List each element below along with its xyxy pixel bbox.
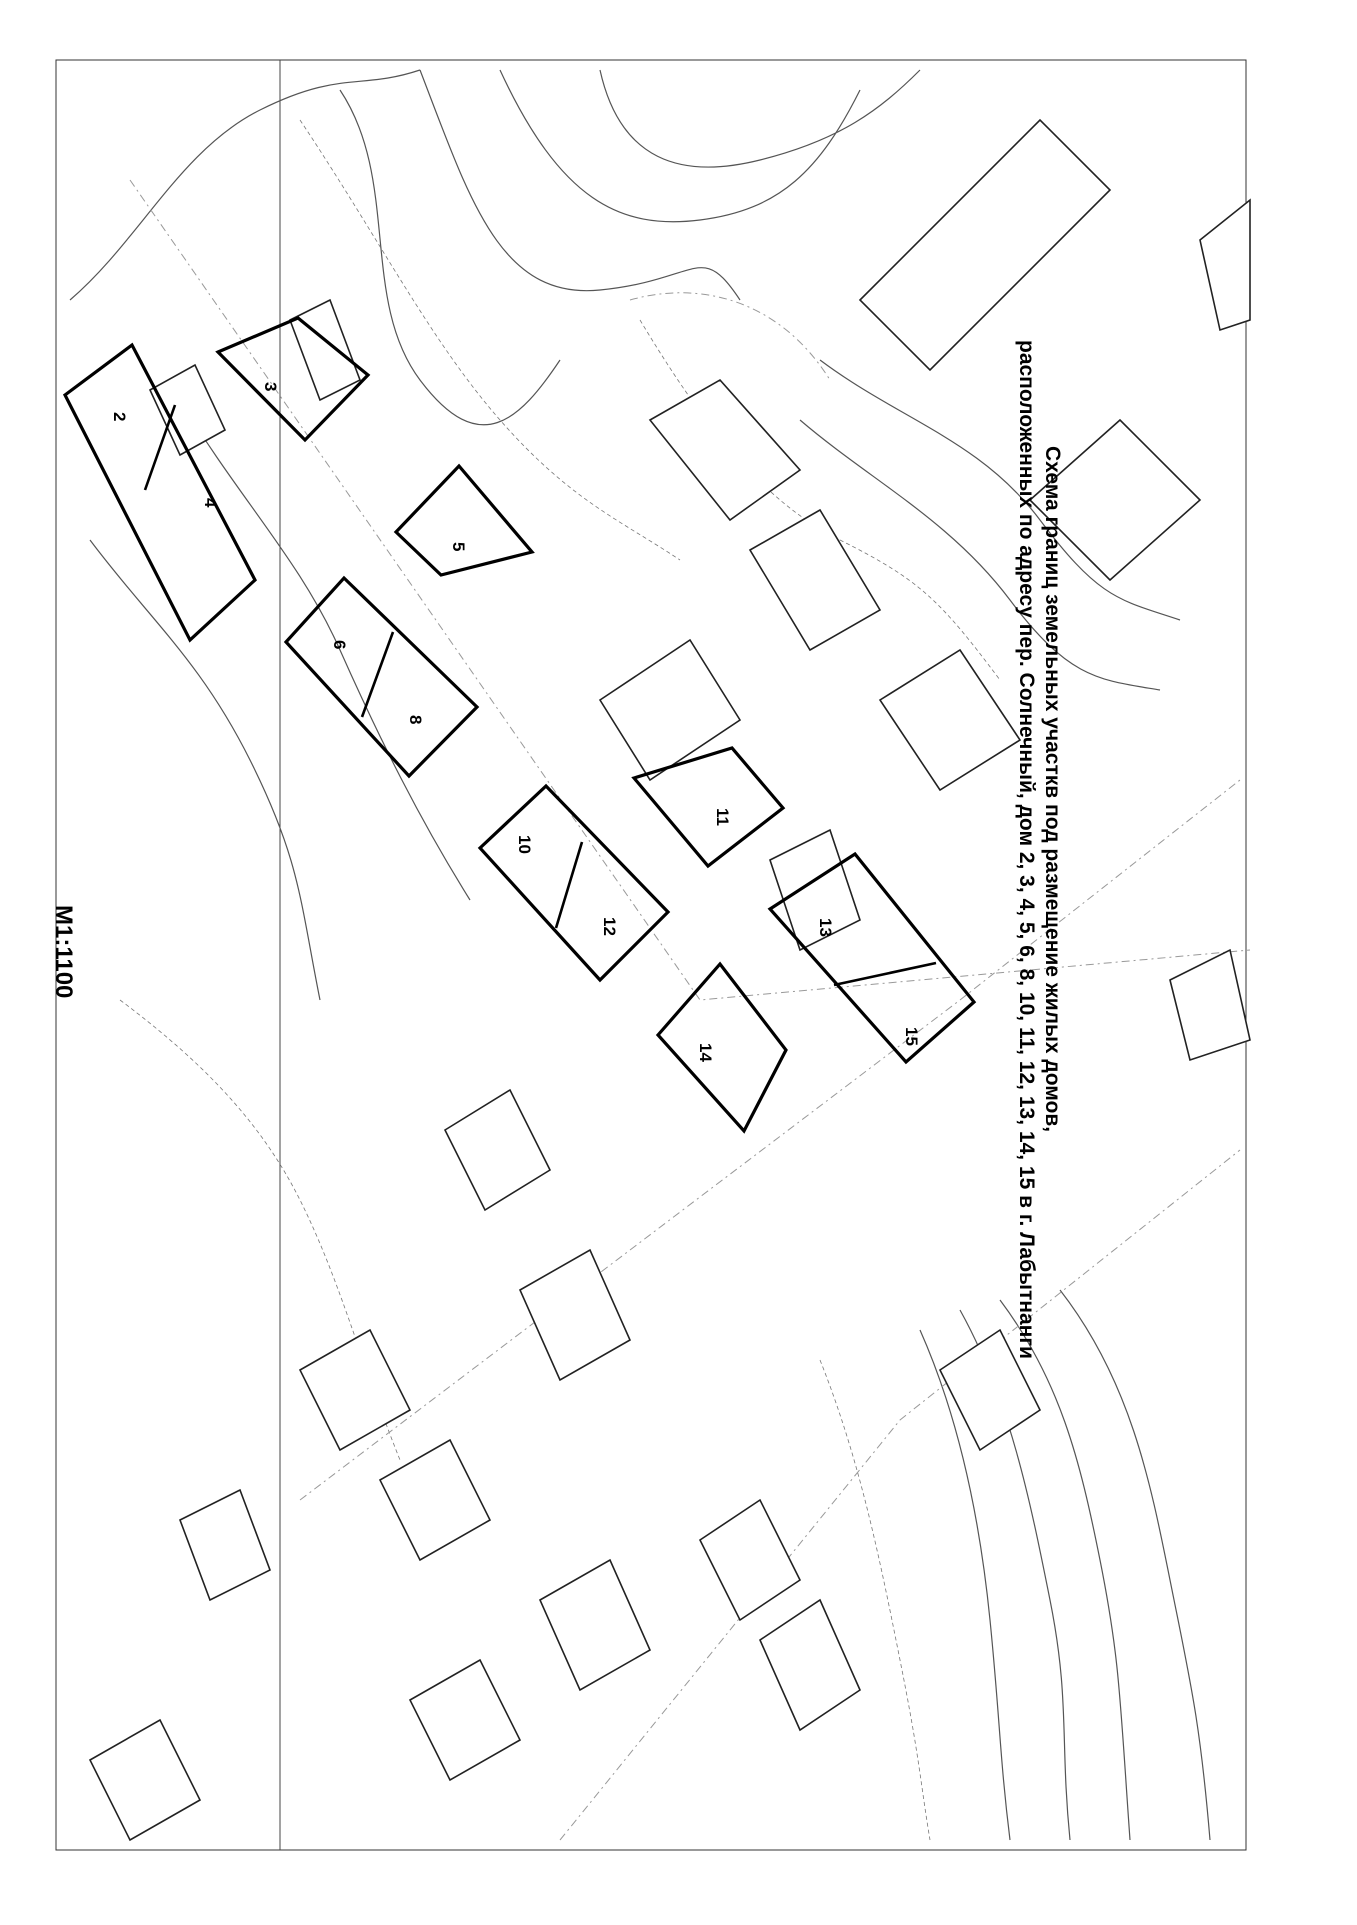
plot-divider-2-4 — [143, 404, 177, 491]
building-outline — [178, 1488, 272, 1602]
building-outline — [288, 298, 362, 402]
building-outline — [378, 1438, 492, 1562]
plot-boundary-11 — [631, 746, 786, 869]
contour-line — [1059, 1289, 1211, 1841]
plot-boundary-3 — [215, 316, 371, 443]
plot-divider-10-12 — [554, 841, 584, 929]
building-outline — [1169, 948, 1251, 1062]
plot-number-2: 2 — [110, 412, 129, 421]
building-outline — [878, 648, 1022, 792]
plot-boundary-2-4 — [62, 342, 257, 643]
contour-line — [819, 359, 1181, 621]
building-outline — [538, 1558, 652, 1692]
building-outline — [443, 1088, 552, 1212]
plot-boundary-5 — [393, 463, 535, 577]
road-line — [559, 1149, 1241, 1841]
road-lines — [129, 179, 1251, 1841]
plot-number-13: 13 — [816, 918, 835, 937]
contour-line — [639, 319, 1001, 681]
plot-boundary-6-8 — [283, 575, 480, 779]
contour-line — [499, 69, 861, 223]
contour-line — [299, 119, 681, 561]
scale-label: М1:1100 — [50, 905, 77, 998]
building-outline — [1199, 198, 1251, 332]
plot-number-8: 8 — [406, 715, 425, 724]
title-line-1: Схема границ земельных участкв под разме… — [1041, 446, 1064, 1132]
building-outline — [598, 638, 742, 782]
contour-line — [69, 69, 421, 301]
plot-number-10: 10 — [515, 835, 534, 854]
building-outline — [938, 1328, 1042, 1452]
building-outline — [748, 508, 882, 652]
plot-labels: 2 3 4 5 6 8 10 11 12 13 14 15 — [110, 382, 921, 1062]
building-outline — [88, 1718, 202, 1842]
plot-boundary-14 — [655, 961, 788, 1134]
land-plots — [62, 316, 977, 1134]
building-outline — [1028, 418, 1202, 582]
contour-line — [919, 1329, 1011, 1841]
building-outline — [758, 1598, 862, 1732]
contour-line — [419, 69, 741, 301]
map-title: Схема границ земельных участкв под разме… — [1015, 340, 1064, 1359]
plot-number-15: 15 — [902, 1027, 921, 1046]
building-outline — [769, 828, 861, 952]
contour-line — [819, 1359, 931, 1841]
building-outline — [698, 1498, 802, 1622]
building-outline — [298, 1328, 412, 1452]
plot-number-5: 5 — [449, 542, 468, 551]
contour-line — [89, 539, 321, 1001]
buildings — [88, 118, 1251, 1842]
contour-line — [339, 89, 561, 426]
plot-divider-13-15 — [833, 961, 937, 987]
road-line — [629, 292, 831, 381]
plot-number-11: 11 — [713, 808, 732, 826]
plot-number-14: 14 — [696, 1043, 715, 1062]
building-outline — [518, 1248, 632, 1382]
plot-divider-6-8 — [360, 631, 395, 718]
contour-line — [599, 69, 921, 168]
road-line — [129, 179, 1251, 1001]
road-line — [299, 779, 1241, 1501]
contour-line — [999, 1299, 1131, 1841]
plot-number-6: 6 — [330, 640, 349, 649]
plot-number-4: 4 — [201, 498, 220, 508]
building-outline — [148, 363, 227, 457]
title-line-2: расположенных по адресу пер. Солнечный, … — [1015, 340, 1038, 1359]
contour-line — [179, 399, 471, 901]
map-frame — [55, 59, 1247, 1851]
contour-line — [799, 419, 1161, 691]
building-outline — [648, 378, 802, 522]
plot-number-3: 3 — [261, 382, 280, 391]
building-outline — [858, 118, 1112, 372]
plot-boundary-13-15 — [767, 851, 977, 1065]
plot-number-12: 12 — [600, 917, 619, 936]
plot-boundary-10-12 — [477, 783, 671, 983]
building-outline — [408, 1658, 522, 1782]
